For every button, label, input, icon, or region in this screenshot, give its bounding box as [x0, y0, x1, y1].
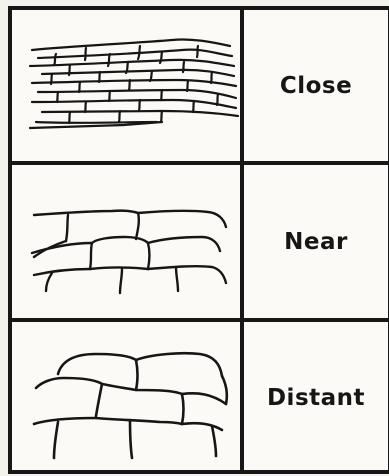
- near-label: Near: [284, 229, 348, 255]
- table-row-distant: Distant: [12, 322, 388, 474]
- distant-label: Distant: [267, 385, 365, 411]
- near-label-cell: Near: [244, 165, 388, 318]
- near-stone-texture-drawing: [12, 165, 240, 318]
- close-texture-illustration: [12, 10, 244, 161]
- table-row-close: Close: [12, 10, 388, 165]
- table-row-near: Near: [12, 165, 388, 322]
- distant-texture-illustration: [12, 322, 244, 474]
- distant-stone-texture-drawing: [12, 322, 240, 474]
- close-stone-texture-drawing: [12, 10, 240, 161]
- near-texture-illustration: [12, 165, 244, 318]
- texture-gradient-table: Close: [8, 6, 389, 474]
- close-label: Close: [280, 73, 352, 99]
- distant-label-cell: Distant: [244, 322, 388, 474]
- close-label-cell: Close: [244, 10, 388, 161]
